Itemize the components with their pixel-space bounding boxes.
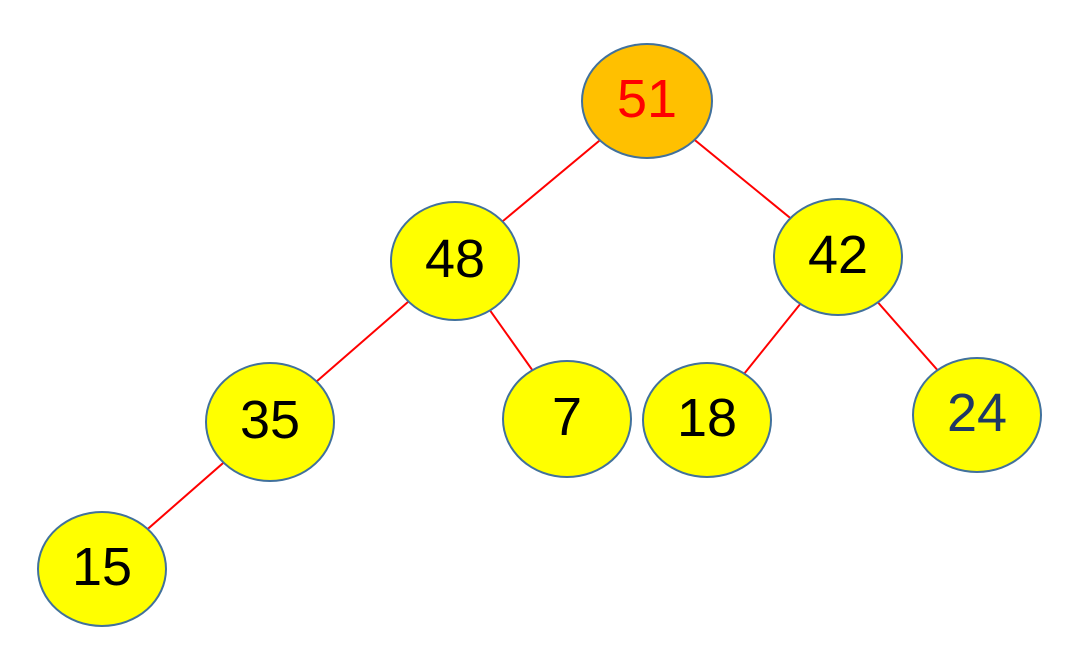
node-value: 51 [616, 69, 678, 129]
node-value: 35 [239, 390, 301, 450]
tree-node-35: 35 [205, 362, 335, 482]
node-value: 18 [676, 388, 738, 448]
node-value: 15 [71, 537, 133, 597]
tree-node-24: 24 [912, 357, 1042, 473]
tree-node-15: 15 [37, 511, 167, 627]
tree-node-42: 42 [773, 198, 903, 316]
tree-node-18: 18 [642, 362, 772, 478]
node-value: 7 [551, 387, 583, 447]
tree-node-7: 7 [502, 360, 632, 478]
tree-node-48: 48 [390, 201, 520, 321]
node-value: 24 [946, 383, 1008, 443]
node-value: 42 [807, 225, 869, 285]
node-value: 48 [424, 229, 486, 289]
tree-node-51: 51 [581, 43, 713, 159]
